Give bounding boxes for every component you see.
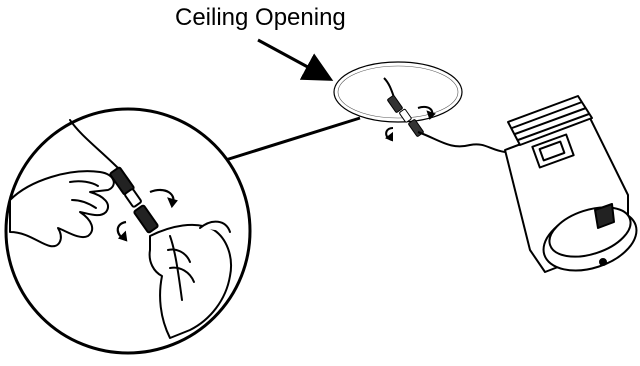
callout-arrow [258,40,328,78]
cable-connector-icon [387,95,424,137]
camera-housing-icon [505,96,640,281]
ceiling-opening-label: Ceiling Opening [175,3,346,33]
camera-cable [418,132,505,152]
ceiling-opening-ellipse [334,62,462,122]
